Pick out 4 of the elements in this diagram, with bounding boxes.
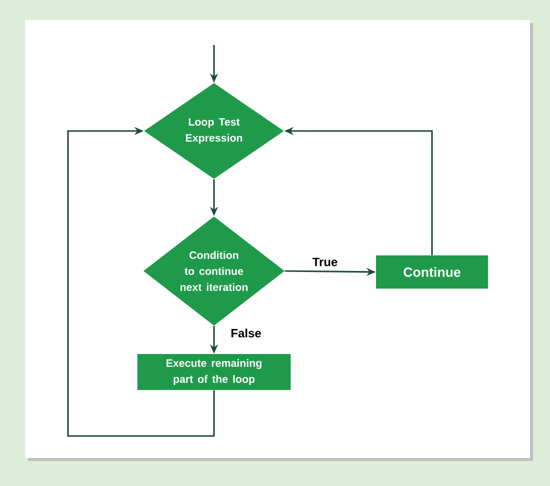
process-box: Continue — [376, 255, 488, 289]
edge-label: True — [311, 256, 339, 268]
arrow — [67, 126, 215, 437]
process-box: Execute remaining part of the loop — [137, 354, 291, 390]
